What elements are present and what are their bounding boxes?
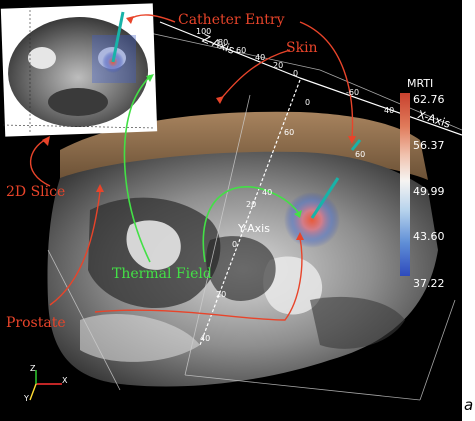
y-tick-label: 40: [262, 188, 272, 197]
volume-render: [0, 0, 462, 421]
y-tick-label: 20: [216, 290, 226, 299]
colorbar-title: MRTI: [407, 77, 433, 90]
colorbar-value: 56.37: [413, 139, 445, 152]
x-tick-label: 60: [355, 150, 365, 159]
arrow-2d-slice: [31, 140, 50, 186]
panel-letter: a: [464, 396, 473, 414]
triad-axes-icon: [22, 368, 72, 408]
label-catheter-entry: Catheter Entry: [178, 12, 285, 28]
render-viewport: Catheter Entry Skin 2D Slice Thermal Fie…: [0, 0, 462, 421]
label-2d-slice: 2D Slice: [6, 184, 65, 200]
z-tick-label: 0: [293, 69, 298, 78]
z-tick-label: 100: [196, 27, 211, 36]
triad-z-label: Z: [30, 364, 35, 373]
orientation-triad: X Z Y: [22, 368, 72, 412]
z-tick-label: 20: [273, 61, 283, 70]
y-tick-label: 60: [284, 128, 294, 137]
y-tick-label: 20: [246, 200, 256, 209]
label-thermal-field: Thermal Field: [112, 266, 212, 282]
colorbar-value: 49.99: [413, 185, 445, 198]
colorbar-gradient: [400, 93, 410, 276]
slice-2d-inset: [1, 3, 157, 136]
triad-y-label: Y: [24, 394, 29, 403]
z-tick-label: 80: [218, 38, 228, 47]
y-axis-label: Y-Axis: [238, 222, 270, 235]
triad-x-label: X: [62, 376, 67, 385]
colorbar-value: 37.22: [413, 277, 445, 290]
label-skin: Skin: [286, 40, 318, 56]
z-tick-label: 60: [236, 46, 246, 55]
z-tick-label: 40: [255, 53, 265, 62]
thermal-hotspot: [284, 192, 340, 248]
colorbar-value: 43.60: [413, 230, 445, 243]
x-tick-label: 0: [305, 98, 310, 107]
x-tick-label: -60: [346, 88, 359, 97]
colorbar-value: 62.76: [413, 93, 445, 106]
y-tick-label: 40: [200, 334, 210, 343]
x-tick-label: 40: [384, 106, 394, 115]
y-tick-label: 0: [232, 240, 237, 249]
label-prostate: Prostate: [6, 315, 66, 331]
